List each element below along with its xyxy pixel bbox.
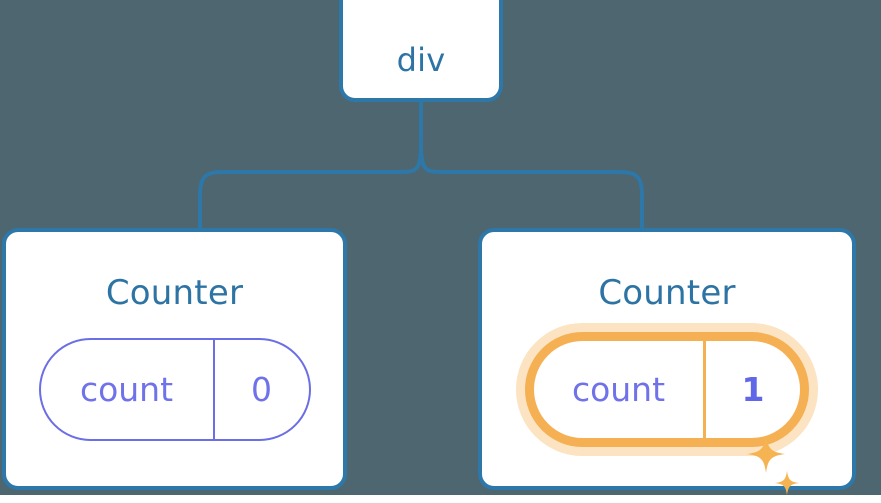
- state-pill-right-highlighted[interactable]: count 1: [525, 332, 809, 495]
- root-node-label: div: [396, 41, 446, 79]
- node-root-div[interactable]: div: [339, 0, 503, 102]
- node-counter-left-body: Counter count 0: [6, 232, 343, 486]
- node-counter-left[interactable]: Counter count 0: [2, 228, 347, 490]
- state-value-label: 1: [741, 370, 765, 409]
- connector-branch-left: [198, 138, 423, 230]
- state-key-cell: count: [41, 340, 215, 439]
- state-value-cell: 0: [215, 340, 309, 439]
- component-name-label: Counter: [598, 273, 736, 313]
- state-value-cell: 1: [706, 341, 800, 438]
- state-key-label: count: [571, 370, 666, 409]
- state-value-label: 0: [251, 370, 272, 409]
- node-counter-right-body: Counter count 1: [482, 232, 852, 495]
- state-pill-left[interactable]: count 0: [38, 338, 311, 441]
- component-name-label: Counter: [105, 273, 244, 313]
- sparkle-large-icon: [747, 435, 785, 473]
- state-key-cell: count: [534, 341, 706, 438]
- node-counter-right[interactable]: Counter count 1: [478, 228, 856, 495]
- connector-branch-right: [419, 138, 644, 230]
- state-key-label: count: [79, 370, 174, 409]
